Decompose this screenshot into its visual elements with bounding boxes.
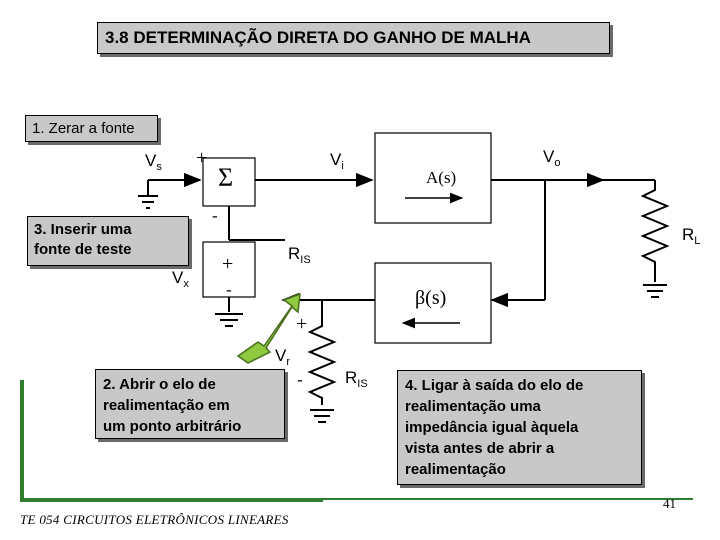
beta-block (374, 262, 492, 344)
resistor-rl (640, 180, 670, 282)
label-vo: Vo (543, 147, 561, 169)
summing-junction-block (202, 157, 256, 207)
sigma-symbol: Σ (218, 163, 234, 192)
step-3-line-2: fonte de teste (34, 241, 132, 258)
slide-title: 3.8 DETERMINAÇÃO DIRETA DO GANHO DE MALH… (97, 22, 610, 54)
step-4-line-5: realimentação (405, 461, 506, 478)
ground-symbol-vx (215, 313, 243, 327)
step-1-text: 1. Zerar a fonte (32, 120, 135, 137)
vr-minus: - (297, 370, 303, 389)
label-vi: Vi (330, 150, 344, 172)
step-3-box: 3. Inserir uma fonte de teste (27, 216, 189, 266)
amplifier-block (374, 132, 492, 224)
test-source-block (202, 241, 256, 298)
step-4-line-4: vista antes de abrir a (405, 440, 555, 457)
label-ris-upper: RIS (288, 244, 311, 266)
open-loop-arrow-icon (236, 292, 301, 364)
slide-title-text: 3.8 DETERMINAÇÃO DIRETA DO GANHO DE MALH… (105, 28, 531, 47)
ground-symbol-rl (643, 284, 667, 298)
amplifier-label: A(s) (426, 168, 457, 187)
step-4-line-2: realimentação uma (405, 398, 541, 415)
footer-course-title: TE 054 CIRCUITOS ELETRÔNICOS LINEARES (20, 512, 289, 527)
footer-bar-right (323, 498, 693, 500)
label-vr: Vr (275, 346, 291, 368)
vx-minus: - (226, 280, 232, 299)
page-number: 41 (663, 496, 676, 511)
vr-plus: + (296, 313, 308, 335)
step-2-line-3: um ponto arbitrário (103, 418, 242, 435)
resistor-ris-lower (307, 316, 337, 405)
step-1-box: 1. Zerar a fonte (25, 115, 158, 142)
step-2-box: 2. Abrir o elo de realimentação em um po… (95, 369, 285, 439)
step-3-line-1: 3. Inserir uma (34, 221, 132, 238)
ground-symbol-ris (310, 409, 334, 423)
sum-minus: - (212, 206, 218, 225)
step-2-line-1: 2. Abrir o elo de (103, 376, 216, 393)
sum-plus-top: + (196, 147, 208, 169)
step-4-box: 4. Ligar à saída do elo de realimentação… (397, 370, 642, 485)
beta-label: β(s) (415, 287, 447, 309)
footer-bar-vertical (20, 380, 24, 500)
label-vs: Vs (145, 151, 162, 173)
label-vx: Vx (172, 268, 189, 290)
step-2-line-2: realimentação em (103, 397, 230, 414)
step-4-line-3: impedância igual àquela (405, 419, 579, 436)
vx-plus: + (222, 253, 234, 275)
step-4-line-1: 4. Ligar à saída do elo de (405, 377, 584, 394)
label-rl: RL (682, 225, 701, 247)
ground-symbol-vs (138, 180, 158, 209)
label-ris-lower: RIS (345, 368, 368, 390)
footer-bar-horizontal (20, 498, 323, 502)
